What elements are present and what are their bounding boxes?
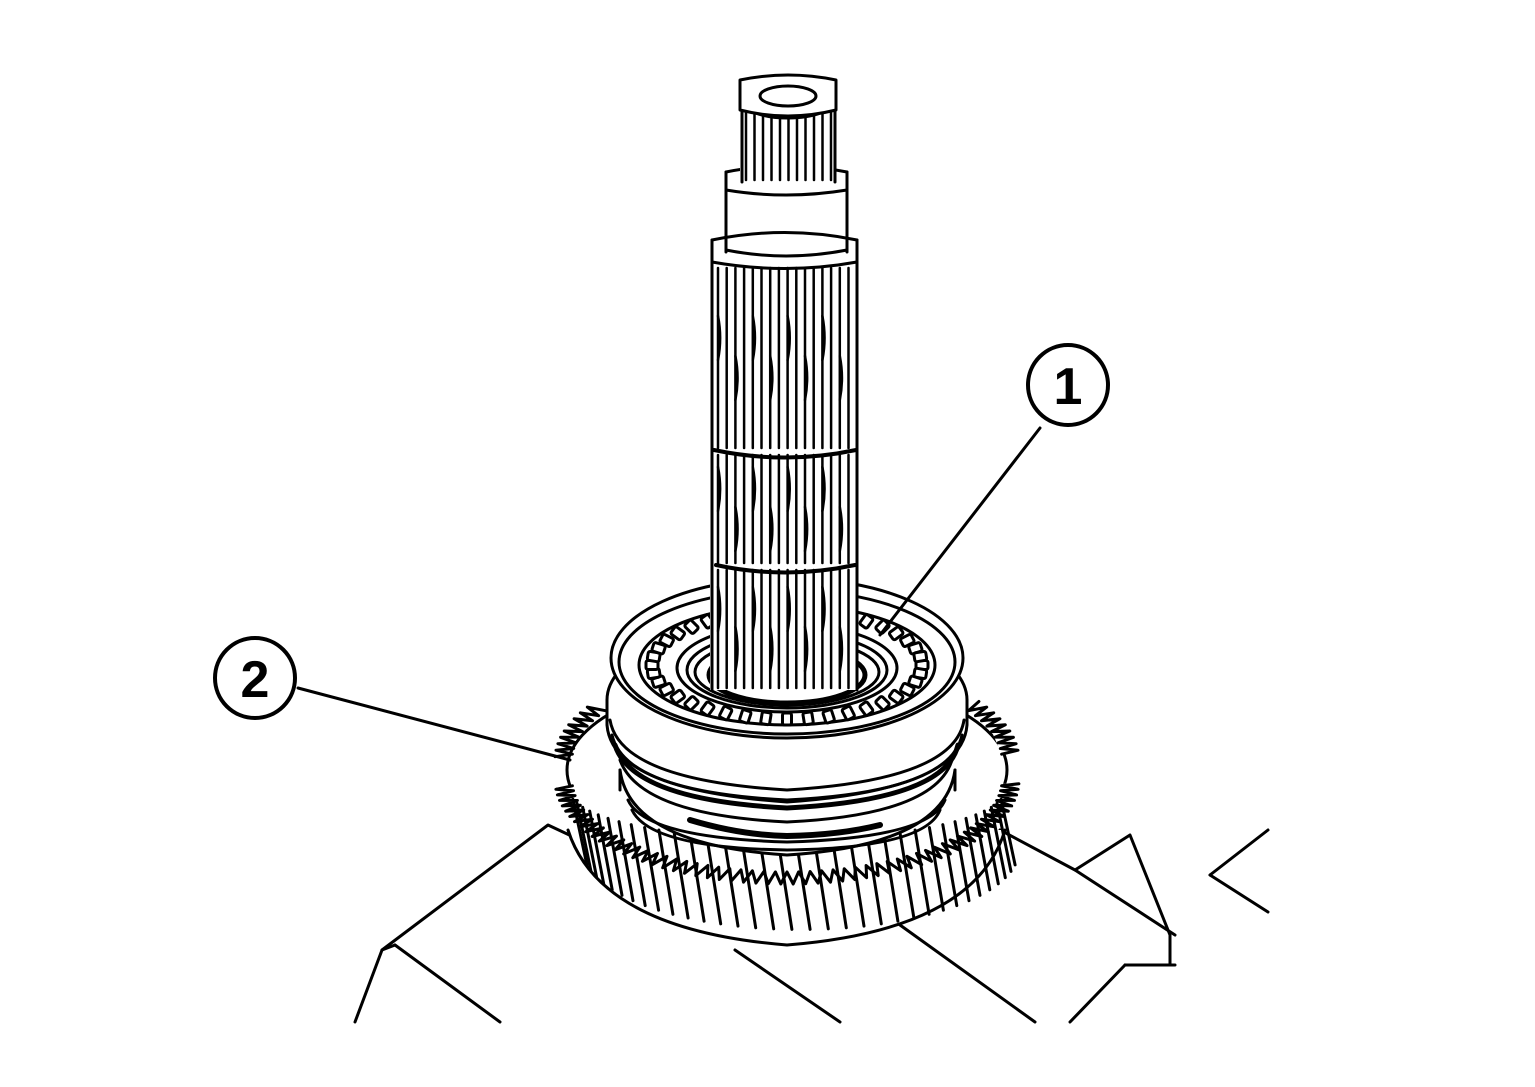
hub-tooth [858, 700, 875, 717]
spline-lens [803, 625, 809, 673]
callout-label-1: 1 [1054, 358, 1083, 416]
spline-lens [838, 625, 844, 673]
hub-tooth [899, 681, 916, 698]
gear-flank-line [657, 828, 675, 916]
gear-flank-line [722, 835, 740, 928]
gear-flank-line [913, 828, 931, 916]
leader-line-2 [296, 686, 572, 762]
spline-lens [786, 314, 791, 362]
spline-lens [751, 314, 757, 362]
gear-flank-line [740, 836, 758, 930]
spline-lens [734, 505, 739, 553]
callout-circle-2 [213, 636, 297, 720]
shaft-splines [716, 266, 850, 690]
gear-flank-line [812, 837, 830, 931]
gear-flank-line [705, 834, 723, 926]
hub-tooth [912, 650, 929, 664]
gear-flank-line [581, 805, 599, 880]
gear-tooth-flanks [571, 797, 1017, 931]
gear-flank-line [643, 826, 661, 912]
spline-lens [734, 354, 739, 402]
spline-lens [734, 625, 739, 673]
gear-flank-line [575, 801, 593, 873]
spline-lens [716, 465, 722, 513]
hub-tooth [699, 700, 716, 717]
hub-teeth [644, 603, 930, 727]
gear-flank-line [629, 823, 647, 908]
gear-flank-line [830, 836, 848, 930]
gear-flank-line [588, 809, 606, 886]
gear-flank-line [571, 797, 589, 867]
hub-tooth [840, 704, 856, 722]
hub-tooth [907, 674, 924, 689]
hub-tooth [683, 618, 700, 635]
hub-tooth [718, 704, 734, 722]
housing [353, 823, 1270, 1024]
spline-lens [821, 465, 826, 513]
hub-tooth [821, 708, 836, 725]
hub-tooth [738, 708, 753, 725]
gear-flank-line [617, 820, 635, 903]
stub-splines [744, 110, 833, 182]
spline-lens [821, 314, 826, 362]
spline-lens [751, 465, 757, 513]
spline-lens [716, 314, 722, 362]
gear-back-teeth [553, 700, 1020, 759]
hub-tooth [801, 710, 815, 727]
spline-lens [821, 585, 826, 633]
hub-tooth [887, 688, 905, 705]
hub-tooth [858, 613, 875, 630]
callout-label-2: 2 [241, 651, 270, 709]
hub-tooth [874, 695, 891, 712]
gear-flank-line [606, 816, 624, 897]
gear-flank-line [964, 816, 982, 897]
leader-line-1 [878, 426, 1042, 637]
hub-tooth [658, 632, 675, 649]
hub-tooth [887, 625, 905, 642]
gear-flank-line [974, 813, 992, 892]
gear-flank-line [999, 797, 1017, 867]
callout-1: 1 [878, 343, 1110, 637]
gear-flank-line [672, 830, 690, 920]
spline-lens [838, 505, 844, 553]
spline-lens [786, 465, 791, 513]
hub-tooth [669, 688, 687, 705]
gear-flank-line [953, 820, 971, 903]
hub-tooth [669, 625, 687, 642]
gear-flank-line [927, 826, 945, 912]
spline-lens [803, 505, 809, 553]
hub-tooth [683, 695, 700, 712]
synchronizer-hub [605, 576, 969, 857]
spline-lens [838, 354, 844, 402]
spline-lens [803, 354, 809, 402]
callout-circle-1 [1026, 343, 1110, 427]
gear-flank-line [848, 835, 866, 928]
gear-flank-line [982, 809, 1000, 886]
spline-lens [768, 625, 774, 673]
gear-flank-line [995, 801, 1013, 873]
gear-flank-line [688, 832, 706, 923]
spline-lens [786, 585, 791, 633]
spline-lens [768, 354, 774, 402]
gear-flank-line [865, 834, 883, 926]
hub-tooth [759, 710, 773, 727]
spline-lens [751, 585, 757, 633]
spline-lens [716, 585, 722, 633]
gear-flank-line [596, 813, 614, 892]
gear-flank-line [989, 805, 1007, 880]
hub-tooth [650, 641, 667, 656]
gear-flank-line [941, 823, 959, 908]
hub-tooth [781, 711, 793, 727]
gear-flank-line [898, 830, 916, 920]
callout-2: 2 [213, 636, 572, 762]
gear-flank-line [882, 832, 900, 923]
spline-lens [768, 505, 774, 553]
main-shaft [710, 73, 859, 692]
